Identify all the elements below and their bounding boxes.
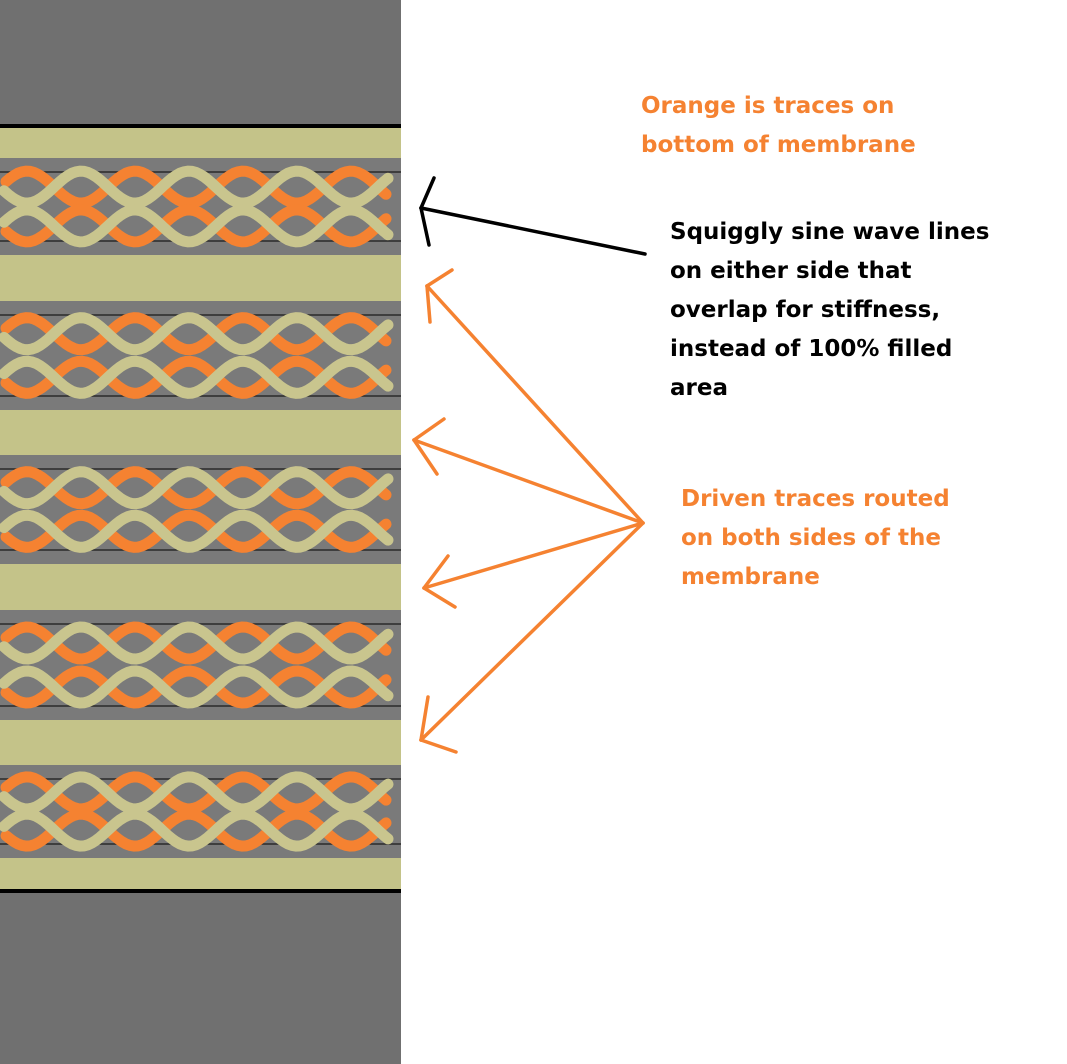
driven-traces-note: Driven traces routed on both sides of th… xyxy=(681,486,950,590)
sine-lines-note: Squiggly sine wave lines on either side … xyxy=(670,219,990,401)
tan-trace xyxy=(0,466,394,510)
membrane-bar xyxy=(0,564,401,610)
orange-pointer-arrows xyxy=(412,268,645,754)
tan-trace xyxy=(0,665,394,709)
membrane-edge-bottom xyxy=(0,889,401,893)
membrane-edge-top xyxy=(0,124,401,128)
membrane-bar xyxy=(0,720,401,765)
tan-trace xyxy=(0,808,394,852)
tan-trace xyxy=(0,509,394,553)
black-pointer-arrow xyxy=(419,176,647,256)
membrane-bar xyxy=(0,858,401,891)
membrane-bar xyxy=(0,126,401,158)
orange-traces-note: Orange is traces on bottom of membrane xyxy=(641,93,916,158)
orange-arrow-4 xyxy=(419,521,645,754)
tan-trace xyxy=(0,355,394,399)
tan-trace xyxy=(0,621,394,665)
orange-arrow-3 xyxy=(422,521,645,609)
tan-trace xyxy=(0,204,394,248)
orange-arrow-2 xyxy=(412,417,645,525)
membrane-rows xyxy=(0,124,401,893)
tan-trace xyxy=(0,771,394,815)
orange-arrow-1 xyxy=(425,268,645,525)
tan-trace xyxy=(0,312,394,356)
tan-trace xyxy=(0,165,394,209)
membrane-bar xyxy=(0,255,401,301)
membrane-bar xyxy=(0,410,401,455)
